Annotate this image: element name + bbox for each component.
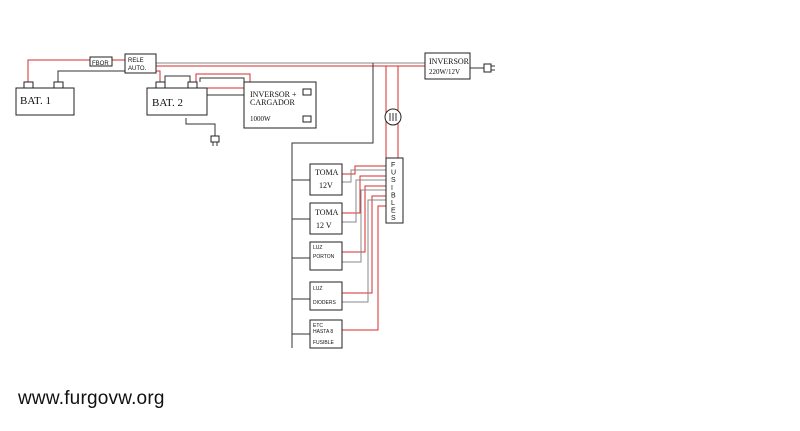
fuse-panel-letter: U [391,170,396,177]
load-5-label-line2: HASTA 8 [313,329,333,335]
watermark: www.furgovw.org [18,388,165,409]
inverter-label-line2: 220W/12V [429,68,460,76]
terminal-icon [302,88,312,96]
fuse-panel-letter: E [391,208,396,215]
load-luz-dioders: LUZ DIODERS [309,281,343,311]
load-4-label-line1: LUZ [313,286,322,292]
load-toma-12v-2: TOMA 12 V [309,202,343,235]
load-5-label-line3: FUSIBLE [313,340,335,346]
fuse-panel-letter: L [391,200,395,207]
inverter-label-line1: INVERSOR [429,57,470,66]
load-2-label-line1: TOMA [315,208,339,217]
fuse-panel-letter: S [391,215,396,222]
meter-icon [384,108,402,126]
inverter: INVERSOR 220W/12V [424,52,471,80]
inverter-charger: INVERSOR + CARGADOR 1000W [243,81,317,129]
load-5-label-line1: ETC [313,323,323,329]
terminal-icon [302,115,312,123]
plug-icon [210,135,220,146]
relay-label-line1: RELE [128,58,144,64]
load-2-label-line2: 12 V [316,221,332,230]
battery-1-label: BAT. 1 [20,95,51,107]
inverter-charger-label-line1: INVERSOR + [250,90,297,99]
battery-2-label: BAT. 2 [152,97,183,109]
fuse-panel-letter: F [391,162,395,169]
inverter-charger-power: 1000W [250,115,271,123]
main-fuse-label: FBOR [92,61,109,67]
battery-2: BAT. 2 [146,81,208,116]
load-toma-12v-1: TOMA 12V [309,163,343,196]
load-1-label-line2: 12V [319,181,333,190]
relay: RELE AUTO. [124,53,157,74]
main-fuse: FBOR [89,56,113,67]
load-1-label-line1: TOMA [315,168,339,177]
fuse-panel-letter: S [391,177,396,184]
load-3-label-line2: PORTON [313,254,335,260]
fuse-panel-letter: I [391,185,393,192]
load-luz-porton: LUZ PORTON [309,241,343,271]
inverter-charger-label-line2: CARGADOR [250,98,296,107]
load-3-label-line1: LUZ [313,245,322,251]
plug-icon [483,63,495,73]
battery-1: BAT. 1 [15,81,75,116]
relay-label-line2: AUTO. [128,66,147,72]
fuse-panel-letter: B [391,192,396,199]
load-etc: ETC HASTA 8 FUSIBLE [309,319,343,349]
load-4-label-line2: DIODERS [313,300,336,306]
